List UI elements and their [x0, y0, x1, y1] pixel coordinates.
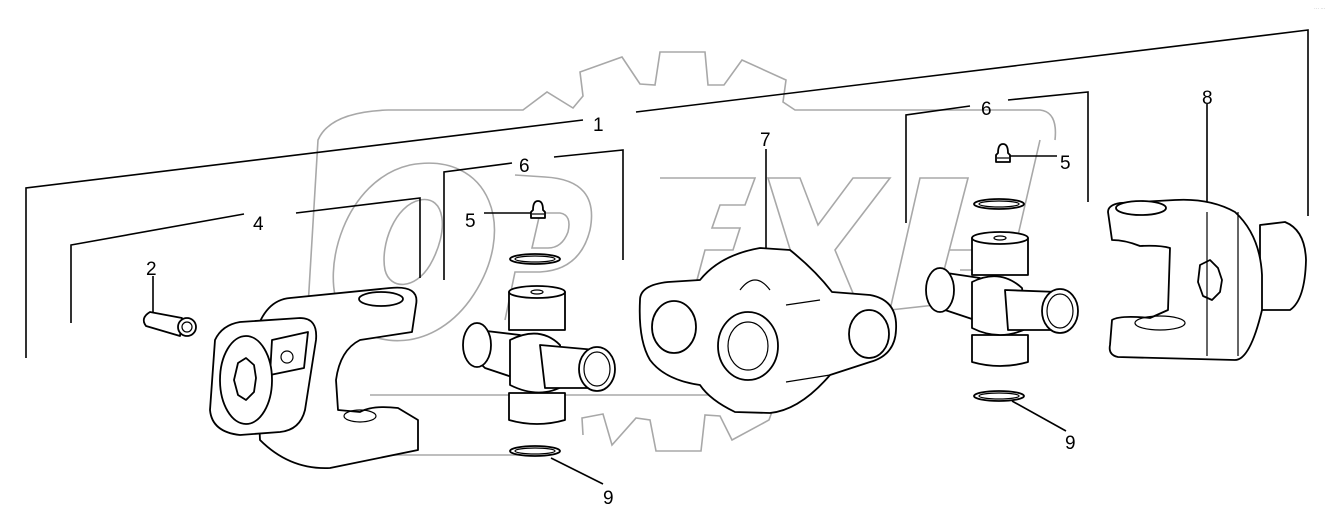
callout-2: 2	[146, 259, 157, 280]
callout-1: 1	[593, 115, 604, 136]
left-yoke-part	[209, 286, 419, 469]
snap-ring-right-bottom	[973, 390, 1025, 402]
snap-ring-left-top	[509, 253, 561, 265]
bolt-part	[142, 311, 197, 337]
callout-labels: 1 2 4 5 5 6 6 7 8 9 9	[146, 88, 1213, 509]
grease-nipple-left	[530, 200, 546, 219]
callout-7: 7	[760, 130, 771, 151]
snap-ring-left-bottom	[509, 445, 561, 457]
callout-1-bracket	[25, 29, 1309, 358]
callout-5-right: 5	[1060, 153, 1071, 174]
opex-watermark	[299, 51, 1057, 456]
center-double-yoke-part	[638, 247, 897, 414]
callout-9-left: 9	[603, 488, 614, 509]
callout-6-left: 6	[519, 156, 530, 177]
cross-journal-left	[462, 285, 616, 425]
callout-6-left-bracket	[443, 149, 624, 280]
right-splined-yoke-part	[1107, 198, 1307, 361]
callout-9-right: 9	[1065, 433, 1076, 454]
callout-6-right: 6	[981, 99, 992, 120]
callout-4-bracket	[70, 197, 421, 323]
callout-6-right-bracket	[905, 91, 1089, 223]
snap-ring-right-top	[973, 198, 1025, 210]
callout-5-left: 5	[465, 211, 476, 232]
callout-4: 4	[253, 214, 264, 235]
grease-nipple-right	[995, 143, 1011, 163]
leader-lines	[152, 104, 1208, 485]
corner-mark: ··· ···	[1314, 6, 1326, 12]
cross-journal-right	[925, 231, 1079, 367]
callout-8: 8	[1202, 88, 1213, 109]
